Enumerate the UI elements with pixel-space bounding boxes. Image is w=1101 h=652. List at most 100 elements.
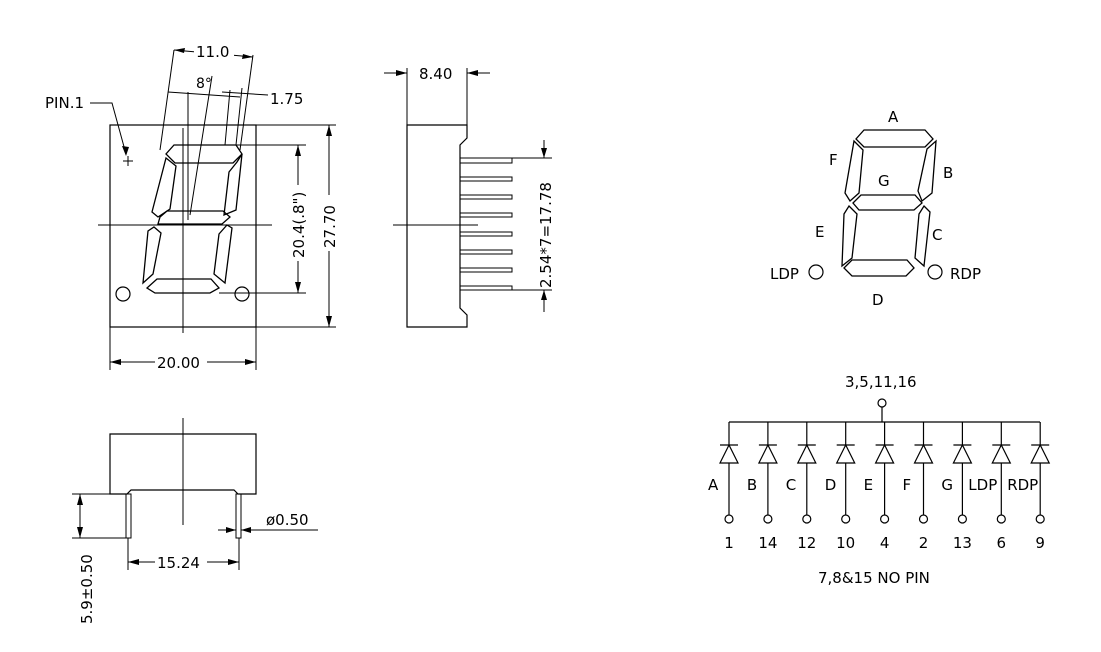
front-view: PIN.1 11.0 8° 1.75 20.4(.8") 27.70 — [45, 42, 340, 372]
digit-height-arrow-top — [295, 145, 301, 156]
spacing-arrow-right — [228, 559, 239, 565]
pin1-label: PIN.1 — [45, 94, 84, 112]
diode-pin-number: 2 — [919, 534, 929, 552]
diode-triangle — [835, 443, 856, 464]
seg-e — [841, 204, 858, 268]
spacing-label-bg — [155, 553, 207, 571]
digit-height-label: 20.4(.8") — [290, 192, 308, 258]
diode-pin-number: 4 — [880, 534, 890, 552]
body-height-arrow-top — [326, 125, 332, 136]
side-pin — [459, 212, 513, 218]
diode-segment-label: A — [708, 476, 719, 494]
angle-slant-line — [189, 75, 213, 216]
diode-pin-number: 14 — [758, 534, 777, 552]
length-arrow-top — [77, 494, 83, 505]
body-height-label: 27.70 — [321, 205, 339, 248]
body-height-arrow-bottom — [326, 316, 332, 327]
pin-terminal — [957, 514, 968, 524]
seg-label-d: D — [872, 291, 884, 309]
side-pin — [459, 249, 513, 255]
pin-terminal — [841, 514, 851, 524]
seg-width-ext-left — [224, 89, 231, 146]
diode-pin-number: 1 — [724, 534, 734, 552]
digit-height-arrow-bottom — [295, 282, 301, 293]
pin1-arrow — [122, 146, 129, 156]
diode-triangle — [719, 443, 739, 464]
diode-segment-label: E — [864, 476, 873, 494]
seg-f — [844, 139, 864, 202]
diameter-label: ø0.50 — [266, 511, 309, 529]
left-decimal-point — [115, 286, 131, 302]
length-label: 5.9±0.50 — [78, 554, 96, 624]
seg-label-e: E — [815, 223, 824, 241]
bottom-pin-right — [235, 493, 242, 539]
segment-e-outline — [142, 226, 162, 285]
side-pins — [459, 157, 513, 291]
diode-segment-label: LDP — [968, 476, 997, 494]
body-width-arrow-right — [245, 359, 256, 365]
ldp-dot — [808, 264, 824, 280]
side-body-outline — [406, 124, 468, 328]
seg-label-ldp: LDP — [770, 265, 799, 283]
side-pin — [459, 231, 513, 237]
pitch-label: 2.54*7=17.78 — [537, 182, 555, 288]
side-pin — [459, 157, 513, 164]
diode-segment-label: RDP — [1007, 476, 1038, 494]
side-pin — [459, 176, 513, 182]
pitch-arrow-bottom — [541, 290, 547, 300]
seg-width-ext-right — [235, 87, 243, 146]
seg-c — [914, 204, 931, 268]
common-pins-label: 3,5,11,16 — [845, 373, 917, 391]
diode-triangle — [991, 443, 1012, 464]
diode-triangle — [952, 443, 973, 464]
body-width-label: 20.00 — [157, 354, 200, 372]
depth-arrow-left — [396, 70, 407, 76]
depth-label: 8.40 — [419, 65, 452, 83]
diode-segment-label: D — [825, 476, 837, 494]
segment-diagram: A B C D E F G LDP RDP — [770, 108, 981, 309]
side-pin — [459, 285, 513, 291]
depth-arrow-right — [467, 70, 478, 76]
common-terminal — [877, 398, 887, 408]
tilt-ext-right — [239, 54, 254, 151]
bottom-pin-left — [125, 493, 132, 539]
spacing-label: 15.24 — [157, 554, 200, 572]
pin-terminal — [763, 514, 773, 524]
pin-terminal — [802, 514, 812, 524]
diode-segment-label: F — [903, 476, 912, 494]
seg-label-f: F — [829, 151, 838, 169]
bottom-body-outline — [109, 433, 257, 495]
seg-g — [852, 194, 923, 211]
pitch-arrow-top — [541, 148, 547, 158]
seg-b — [917, 139, 937, 203]
body-height-label-bg — [320, 195, 340, 251]
seg-label-b: B — [943, 164, 953, 182]
seg-d — [843, 259, 915, 277]
diode-pin-number: 6 — [997, 534, 1007, 552]
pin1-leader — [90, 102, 127, 155]
digit-height-label-bg — [288, 185, 308, 261]
diode-segment-label: B — [747, 476, 757, 494]
length-arrow-bottom — [77, 527, 83, 538]
segment-b-outline — [223, 153, 243, 217]
pin-terminal — [724, 514, 734, 524]
angle-label: 8° — [196, 76, 212, 92]
right-decimal-point — [234, 286, 250, 302]
diode-triangle — [874, 443, 895, 464]
seg-label-rdp: RDP — [950, 265, 981, 283]
tilt-ext-left — [159, 49, 175, 151]
tilt-arrow-left — [174, 48, 185, 53]
rdp-dot — [927, 264, 943, 280]
diode-triangle — [913, 443, 934, 464]
side-view: 8.40 2.54*7=17.78 — [384, 65, 555, 328]
diameter-arrow-left — [226, 527, 236, 533]
diode-pin-number: 12 — [797, 534, 816, 552]
seg-width-label: 1.75 — [270, 90, 303, 108]
diode-triangle — [757, 443, 778, 464]
diode-pin-number: 10 — [836, 534, 855, 552]
pin-terminal — [879, 514, 890, 524]
diode-segment-label: C — [786, 476, 796, 494]
segment-d-outline — [145, 278, 221, 294]
bottom-view: ø0.50 15.24 5.9±0.50 — [72, 418, 318, 624]
